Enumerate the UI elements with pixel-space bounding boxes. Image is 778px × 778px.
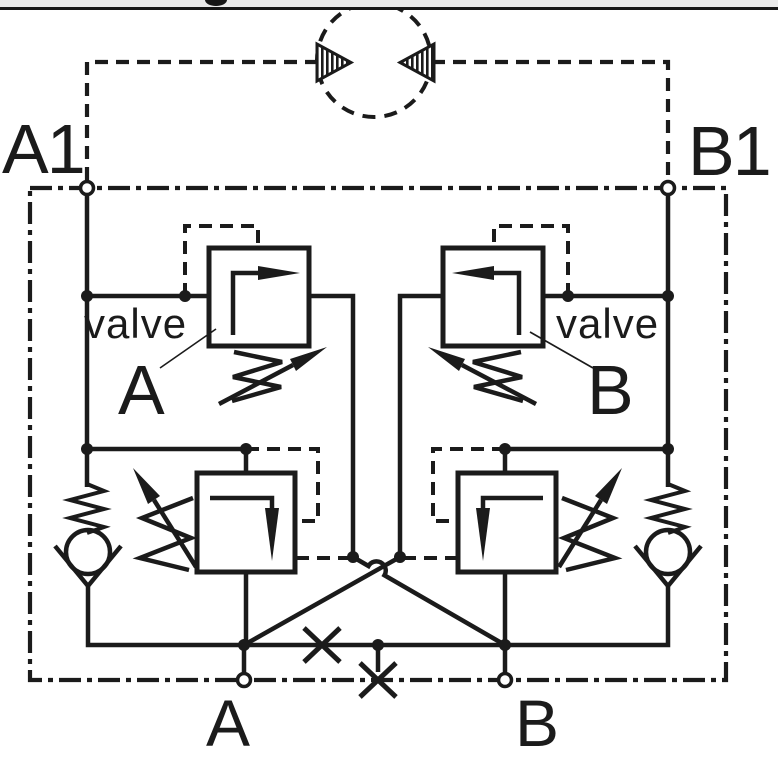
valve-a-flow-path — [230, 270, 262, 335]
check-valve-right — [633, 482, 703, 588]
enclosure-boundary — [27, 185, 729, 683]
motor-arrow-right-icon — [396, 41, 436, 84]
check-valve-left — [53, 482, 123, 588]
check-valve-left-spring-icon — [62, 482, 112, 535]
valve-a-symbol — [159, 224, 327, 406]
valve-b-flow-arrow-icon — [452, 266, 494, 280]
valve-a-spring-icon — [231, 349, 283, 404]
check-valve-right-ball — [643, 527, 693, 577]
lower-left-adjust-arrow-line — [152, 498, 198, 569]
valve-a-adjust-arrow-line — [217, 363, 295, 406]
junction-dot — [179, 290, 191, 302]
junction-dot — [372, 639, 384, 651]
valve-b-spring-icon — [472, 349, 524, 404]
port-b-circle — [496, 671, 514, 689]
junction-dot — [662, 443, 674, 455]
port-a1-circle — [78, 179, 96, 197]
motor-line-left — [84, 59, 318, 188]
valve-a-pilot-loop — [183, 224, 260, 296]
lower-left-valve-body — [194, 470, 298, 575]
junction-dot — [394, 551, 406, 563]
boundary-ports — [78, 179, 677, 689]
lower-left-flow-path — [210, 495, 275, 512]
valve-a-adjust-arrowhead-icon — [290, 347, 327, 371]
crossover-line-with-hop — [351, 555, 507, 647]
port-label-a: A — [206, 686, 251, 760]
lower-right-adjust-arrowhead-icon — [595, 468, 622, 504]
valve-b-flow-path — [490, 270, 522, 335]
check-valve-right-seat — [633, 544, 703, 588]
crossover-line-plain — [242, 555, 402, 647]
lower-right-adjust-arrow-line — [557, 498, 603, 569]
valve-a-flow-arrow-icon — [258, 266, 300, 280]
port-label-b: B — [515, 686, 560, 760]
lower-left-spring-icon — [132, 495, 198, 573]
valve-a-outlet-line — [309, 293, 356, 557]
junction-dot — [81, 290, 93, 302]
lower-left-adjust-arrowhead-icon — [133, 468, 160, 504]
hydraulic-motor-symbol — [84, 1, 671, 188]
valve-b-label-leader-line — [529, 331, 594, 369]
port-b1-circle — [659, 179, 677, 197]
junction-dot — [499, 443, 511, 455]
junction-dot — [562, 290, 574, 302]
lower-left-flow-arrow-icon — [265, 508, 279, 561]
motor-arrow-left-icon — [315, 41, 355, 84]
plugged-port-x-icon — [302, 626, 342, 664]
junction-dot — [347, 551, 359, 563]
valve-a-label-leader-line — [159, 328, 217, 369]
valve-b-label-word: valve — [556, 300, 660, 347]
plugged-port-marks — [302, 626, 398, 699]
main-line-network — [84, 188, 671, 680]
valve-a-label-letter: A — [118, 351, 165, 429]
valve-b-adjust-arrow-line — [460, 363, 538, 406]
lower-left-pilot-loop — [246, 447, 320, 523]
junction-dot — [499, 639, 511, 651]
lower-pilot-valve-left — [132, 447, 353, 575]
pilot-crossover-lines — [242, 555, 507, 647]
lower-right-spring-icon — [557, 495, 623, 573]
junction-dot — [81, 443, 93, 455]
junction-dots — [81, 290, 674, 651]
port-a-circle — [235, 671, 253, 689]
plugged-port-x-icon — [358, 661, 398, 699]
junction-dot — [238, 639, 250, 651]
check-valve-left-ball — [63, 527, 113, 577]
lower-right-pilot-loop — [431, 447, 505, 523]
lower-pilot-valve-right — [400, 447, 623, 575]
motor-line-right — [432, 59, 671, 188]
valve-a-body — [206, 245, 312, 349]
valve-b-outlet-line — [397, 293, 445, 557]
lower-right-valve-body — [455, 470, 559, 575]
top-border-line — [0, 7, 778, 10]
junction-dot — [662, 290, 674, 302]
check-valve-right-spring-icon — [643, 482, 693, 535]
valve-b-pilot-loop — [492, 224, 570, 296]
valve-b-body — [440, 245, 546, 349]
junction-dot — [240, 443, 252, 455]
check-valve-left-seat — [53, 544, 123, 588]
port-label-a1: A1 — [2, 110, 86, 188]
cropped-text-remnant — [205, 0, 227, 6]
valve-b-symbol — [428, 224, 594, 406]
valve-b-adjust-arrowhead-icon — [428, 347, 465, 371]
lower-right-flow-path — [480, 495, 543, 512]
valve-b-label-letter: B — [587, 351, 634, 429]
port-label-b1: B1 — [688, 112, 772, 190]
bottom-gallery-line — [85, 585, 671, 648]
lower-right-flow-arrow-icon — [476, 508, 490, 561]
top-gray-strip — [0, 0, 778, 7]
valve-a-label-word: valve — [84, 300, 188, 347]
